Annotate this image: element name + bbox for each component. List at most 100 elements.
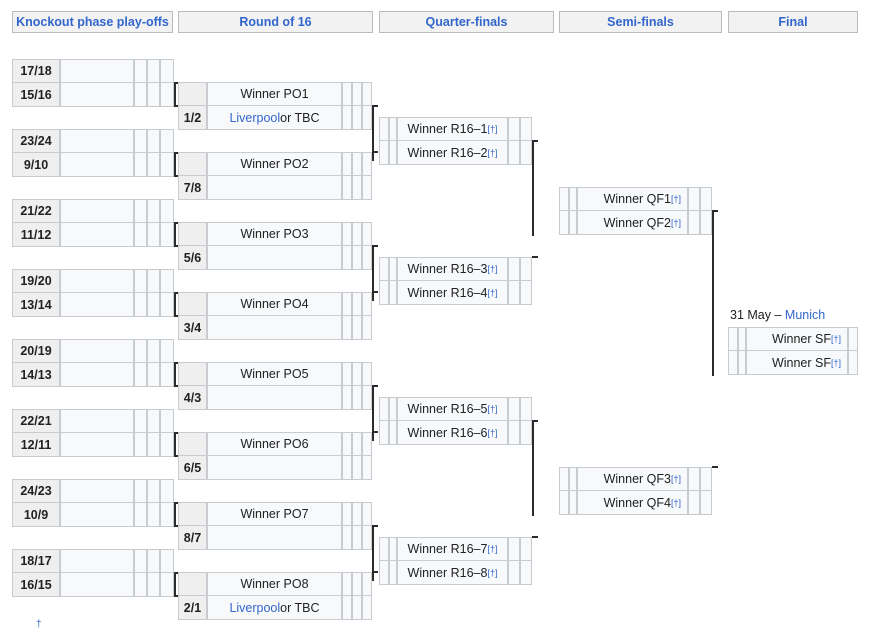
- playoff-score-cell: [134, 363, 147, 387]
- playoff-score-cell: [147, 83, 160, 107]
- r16-row: 8/7: [178, 526, 372, 550]
- playoff-row: 19/20: [12, 269, 174, 293]
- r16-row: Winner PO1: [178, 82, 372, 106]
- final-row: Winner SF[†]: [728, 327, 858, 351]
- playoff-score-cell: [160, 293, 174, 317]
- r16-team-top: Winner PO4: [207, 292, 342, 316]
- playoff-team: [60, 479, 134, 503]
- playoff-connector-stub-bottom: [174, 315, 180, 317]
- r16-seed-blank: [178, 152, 207, 176]
- round-header-2[interactable]: Round of 16: [178, 11, 373, 33]
- playoff-score-cell: [134, 153, 147, 177]
- playoff-score-cell: [160, 269, 174, 293]
- playoff-score-cell: [147, 153, 160, 177]
- qf-match-3: Winner R16–5[†]Winner R16–6[†]: [379, 397, 532, 445]
- playoff-connector-vertical: [174, 572, 176, 597]
- r16-connector-stub-top: [372, 245, 378, 247]
- final-match: Winner SF[†]Winner SF[†]: [728, 327, 858, 375]
- r16-score-cell: [362, 292, 372, 316]
- qf-team: Winner R16–4[†]: [397, 281, 508, 305]
- r16-score-cell: [352, 432, 362, 456]
- qf-connector-stub-bottom: [532, 536, 538, 538]
- round-header-5[interactable]: Final: [728, 11, 858, 33]
- playoff-connector-stub-bottom: [174, 385, 180, 387]
- r16-score-cell: [362, 362, 372, 386]
- qf-row: Winner R16–7[†]: [379, 537, 532, 561]
- r16-score-cell: [342, 222, 352, 246]
- qf-score-cell: [508, 257, 520, 281]
- qf-lead-cell: [379, 397, 389, 421]
- qf-team: Winner R16–8[†]: [397, 561, 508, 585]
- playoff-score-cell: [147, 573, 160, 597]
- sf-team: Winner QF1[†]: [577, 187, 688, 211]
- round-header-1[interactable]: Knockout phase play-offs: [12, 11, 173, 33]
- playoff-team: [60, 83, 134, 107]
- playoff-score-cell: [134, 83, 147, 107]
- r16-score-cell: [352, 386, 362, 410]
- final-venue-city[interactable]: Munich: [784, 308, 826, 322]
- playoff-connector-vertical: [174, 502, 176, 527]
- playoff-row: 13/14: [12, 293, 174, 317]
- playoff-score-cell: [160, 409, 174, 433]
- playoff-score-cell: [134, 223, 147, 247]
- sf-row: Winner QF2[†]: [559, 211, 712, 235]
- team-suffix: or TBC: [280, 110, 320, 125]
- playoff-seed: 13/14: [12, 293, 60, 317]
- r16-score-cell: [352, 222, 362, 246]
- playoff-row: 24/23: [12, 479, 174, 503]
- playoff-seed: 15/16: [12, 83, 60, 107]
- playoff-row: 16/15: [12, 573, 174, 597]
- playoff-connector-stub-top: [174, 222, 180, 224]
- r16-score-cell: [342, 316, 352, 340]
- playoff-score-cell: [160, 549, 174, 573]
- playoff-team: [60, 59, 134, 83]
- r16-score-cell: [352, 246, 362, 270]
- playoff-score-cell: [160, 223, 174, 247]
- playoff-score-cell: [160, 433, 174, 457]
- playoff-team: [60, 199, 134, 223]
- team-link[interactable]: Liverpool: [229, 600, 281, 615]
- r16-team-bottom: [207, 456, 342, 480]
- r16-score-cell: [342, 152, 352, 176]
- playoff-score-cell: [134, 573, 147, 597]
- qf-row: Winner R16–3[†]: [379, 257, 532, 281]
- sf-lead-cell: [559, 467, 569, 491]
- qf-score-cell: [520, 141, 532, 165]
- r16-score-cell: [362, 152, 372, 176]
- playoff-score-cell: [147, 549, 160, 573]
- round-header-3[interactable]: Quarter-finals: [379, 11, 554, 33]
- r16-score-cell: [352, 572, 362, 596]
- round-header-4[interactable]: Semi-finals: [559, 11, 722, 33]
- r16-row: 7/8: [178, 176, 372, 200]
- sf-lead-cell: [559, 211, 569, 235]
- playoff-score-cell: [134, 293, 147, 317]
- final-score-cell: [848, 351, 858, 375]
- r16-score-cell: [342, 456, 352, 480]
- team-link[interactable]: Liverpool: [229, 110, 281, 125]
- r16-score-cell: [362, 176, 372, 200]
- r16-score-cell: [342, 502, 352, 526]
- sf-lead-cell: [559, 187, 569, 211]
- playoff-team: [60, 363, 134, 387]
- final-venue-dash: –: [771, 308, 785, 322]
- r16-seed: 1/2: [178, 106, 207, 130]
- playoff-score-cell: [160, 503, 174, 527]
- r16-row: 4/3: [178, 386, 372, 410]
- r16-score-cell: [362, 316, 372, 340]
- r16-row: 3/4: [178, 316, 372, 340]
- r16-seed: 4/3: [178, 386, 207, 410]
- playoff-score-cell: [147, 129, 160, 153]
- qf-lead-cell: [389, 421, 397, 445]
- r16-score-cell: [362, 572, 372, 596]
- qf-score-cell: [508, 117, 520, 141]
- qf-lead-cell: [379, 141, 389, 165]
- playoff-row: 11/12: [12, 223, 174, 247]
- r16-row: Winner PO5: [178, 362, 372, 386]
